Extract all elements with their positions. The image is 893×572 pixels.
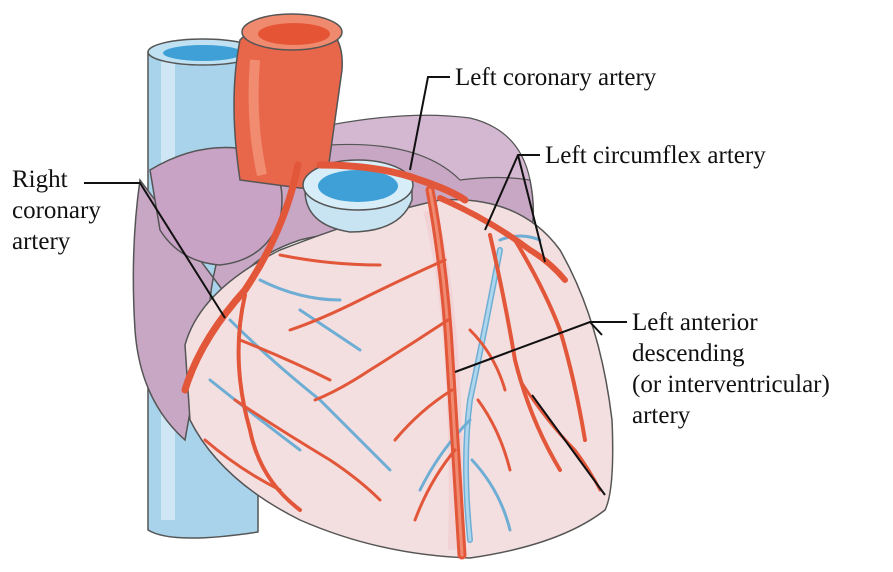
label-line: Left anterior xyxy=(632,307,830,338)
label-line: Right xyxy=(12,164,101,195)
label-line: (or interventricular) xyxy=(632,369,830,400)
label-left-anterior-descending: Left anterior descending (or interventri… xyxy=(632,307,830,431)
label-right-coronary-artery: Right coronary artery xyxy=(12,164,101,257)
label-line: artery xyxy=(12,226,101,257)
label-left-circumflex-artery: Left circumflex artery xyxy=(545,140,766,171)
label-left-coronary-artery: Left coronary artery xyxy=(455,62,656,93)
label-line: coronary xyxy=(12,195,101,226)
label-line: descending xyxy=(632,338,830,369)
label-line: artery xyxy=(632,400,830,431)
